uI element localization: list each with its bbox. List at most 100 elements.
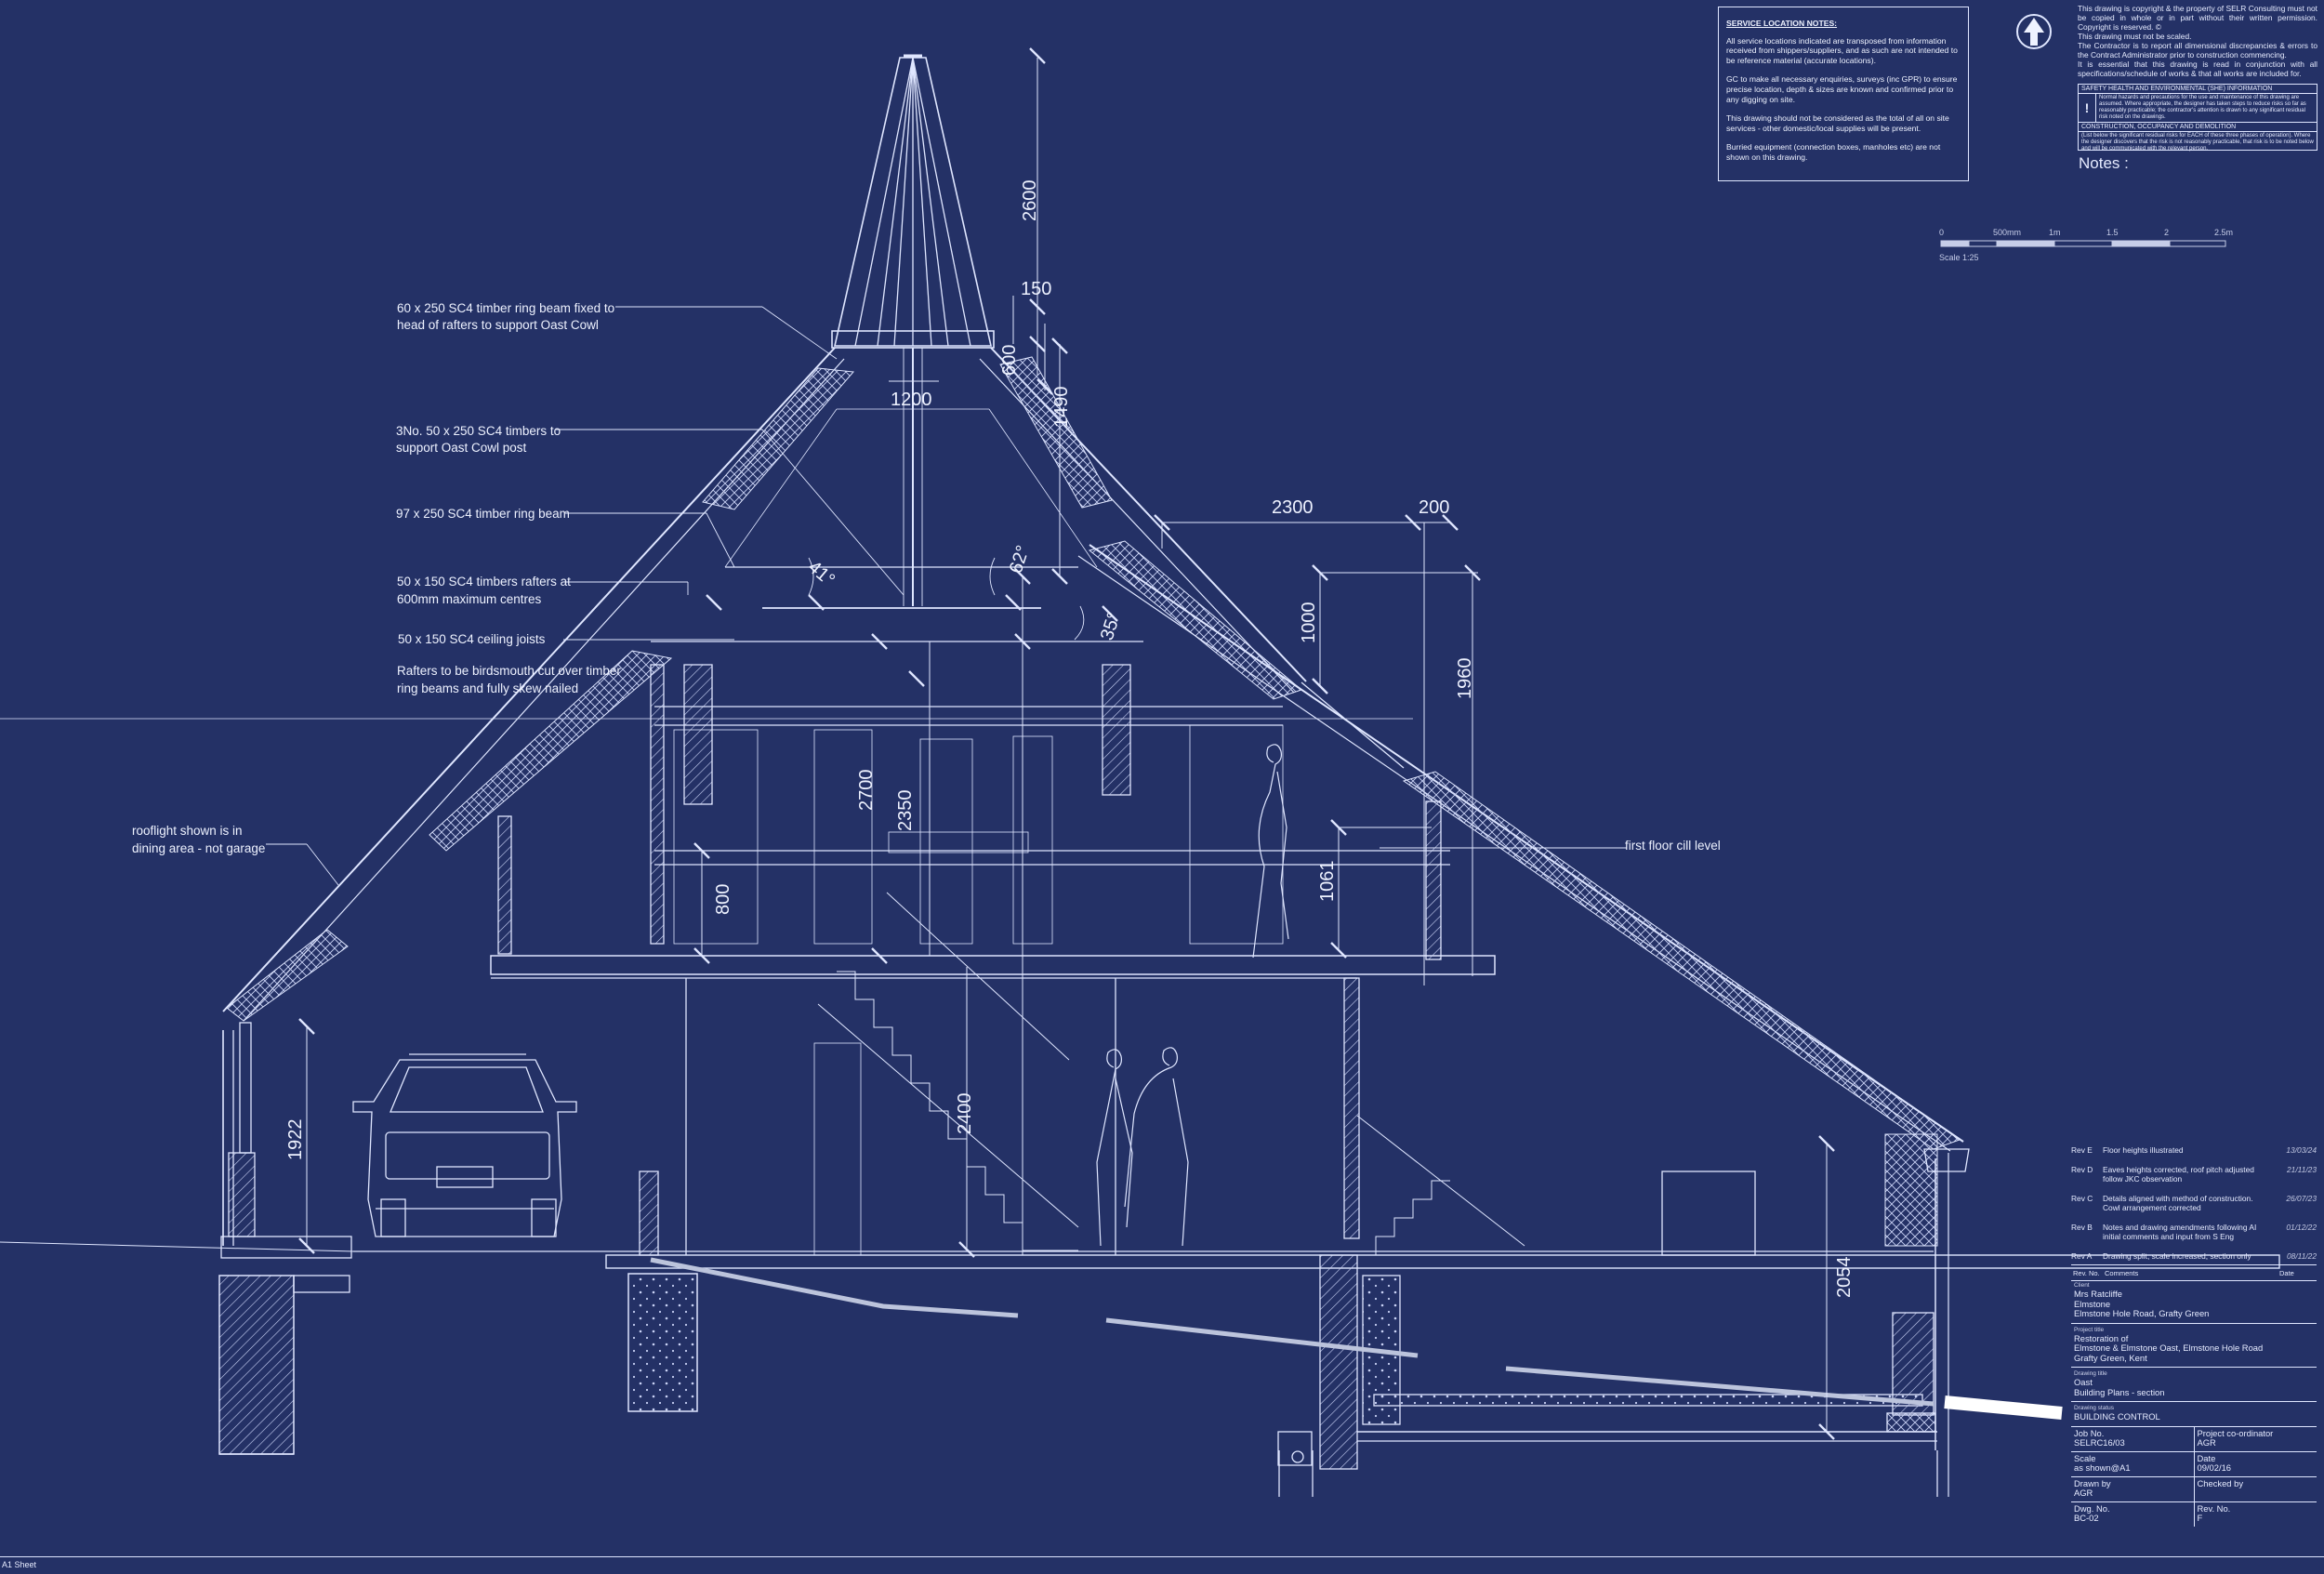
revision-row: Rev A Drawing split, scale increased, se… [2071,1251,2317,1261]
service-notes-title: SERVICE LOCATION NOTES: [1726,19,1838,28]
dim-1960: 1960 [1455,658,1475,700]
rev-text: Details aligned with method of construct… [2103,1194,2253,1212]
dim-200: 200 [1419,497,1449,518]
project-label: Project title [2074,1326,2105,1333]
revision-row: Rev B Notes and drawing amendments follo… [2071,1223,2317,1241]
revision-table: Rev E Floor heights illustrated 13/03/24… [2071,1145,2317,1271]
dim-2350: 2350 [895,790,916,832]
rev-no: F [2197,1513,2203,1523]
coordinator-label: Project co-ordinator [2197,1427,2274,1438]
drawing-status-label: Drawing status [2074,1405,2114,1411]
drawing-status-section: Drawing status BUILDING CONTROL [2071,1402,2317,1427]
drawing-title-label: Drawing title [2074,1370,2107,1377]
scale-tick-1m: 1m [2049,228,2061,237]
label-ring-beam-60-l1: 60 x 250 SC4 timber ring beam fixed to [397,301,614,315]
client-line-2: Elmstone [2074,1298,2111,1309]
label-rafters-l2: 600mm maximum centres [397,592,542,606]
label-timbers-3no-l1: 3No. 50 x 250 SC4 timbers to [396,424,561,438]
drawn-by: AGR [2074,1488,2093,1498]
angle-arcs [808,557,1085,641]
scale-label: Scale 1:25 [1939,253,1979,262]
warning-icon: ! [2079,94,2096,122]
client-line-3: Elmstone Hole Road, Grafty Green [2074,1308,2210,1318]
date-label: Date [2197,1452,2216,1463]
copyright-line-1: This drawing is copyright & the property… [2078,4,2317,32]
rev-text: Notes and drawing amendments following A… [2103,1223,2257,1241]
she-sub-body: (List below the significant residual ris… [2081,133,2314,152]
rev-id: Rev C [2071,1194,2093,1203]
scale-tick-2: 2 [2164,228,2169,237]
copyright-notes: This drawing is copyright & the property… [2078,4,2317,78]
she-information-box: SAFETY HEALTH AND ENVIRONMENTAL (SHE) IN… [2078,84,2317,152]
dim-2400: 2400 [955,1093,975,1135]
dim-800: 800 [713,884,733,915]
project-line-1: Restoration of [2074,1332,2129,1343]
client-line-1: Mrs Ratcliffe [2074,1289,2122,1299]
dim-2054: 2054 [1834,1257,1855,1299]
job-label: Job No. [2074,1427,2105,1438]
copyright-line-2: This drawing must not be scaled. [2078,32,2192,41]
service-location-notes: SERVICE LOCATION NOTES: All service loca… [1718,7,1969,181]
drawn-label: Drawn by [2074,1477,2111,1488]
dim-1000: 1000 [1299,602,1319,644]
rev-date: 08/11/22 [2287,1251,2317,1261]
label-ring-beam-60-l2: head of rafters to support Oast Cowl [397,318,599,332]
date-value: 09/02/16 [2197,1462,2232,1473]
revision-table-header: Rev. No. Comments Date [2071,1264,2317,1281]
label-first-floor-cill: first floor cill level [1625,839,1721,853]
dim-150: 150 [1021,279,1051,299]
checked-label: Checked by [2197,1477,2244,1488]
ground-line [0,1241,2063,1420]
project-line-2: Elmstone & Elmstone Oast, Elmstone Hole … [2074,1343,2264,1353]
label-rooflight-l2: dining area - not garage [132,841,265,855]
notes-heading: Notes : [2079,154,2129,172]
oast-cowl [831,54,995,606]
project-section: Project title Restoration of Elmstone & … [2071,1324,2317,1368]
service-notes-p4: Burried equipment (connection boxes, man… [1726,142,1941,162]
main-roof [222,347,1307,1022]
label-ring-beam-97: 97 x 250 SC4 timber ring beam [396,507,570,521]
rev-header-comments: Comments [2105,1268,2139,1277]
she-title: SAFETY HEALTH AND ENVIRONMENTAL (SHE) IN… [2079,85,2317,94]
dim-2600: 2600 [1020,180,1040,222]
dim-1061: 1061 [1317,861,1338,903]
dim-1490: 1490 [1051,387,1072,429]
drawing-status: BUILDING CONTROL [2074,1411,2160,1422]
label-rooflight-l1: rooflight shown is in [132,824,243,838]
rev-date: 26/07/23 [2286,1194,2317,1203]
rev-text: Floor heights illustrated [2103,1145,2184,1155]
rev-id: Rev B [2071,1223,2093,1232]
drawing-title-line-1: Oast [2074,1377,2093,1387]
dwg-label: Dwg. No. [2074,1502,2110,1514]
rev-date: 13/03/24 [2286,1145,2317,1155]
label-timbers-3no-l2: support Oast Cowl post [396,441,527,455]
rev-date: 21/11/23 [2287,1165,2317,1174]
dimension-ticks [298,47,1835,1440]
scale-tick-2-5m: 2.5m [2214,228,2233,237]
label-birdsmouth-l2: ring beams and fully skew nailed [397,681,578,695]
sheet-border [0,1556,2324,1557]
dimension-lines [306,58,1828,1432]
service-notes-p3: This drawing should not be considered as… [1726,113,1949,133]
dim-2300: 2300 [1272,497,1314,518]
dim-600: 600 [999,345,1020,376]
scale-label-tb: Scale [2074,1452,2096,1463]
rev-header-no: Rev. No. [2073,1268,2100,1277]
rev-date: 01/12/22 [2286,1223,2317,1232]
drawing-title-line-2: Building Plans - section [2074,1386,2165,1397]
dim-1200: 1200 [891,390,932,410]
label-birdsmouth-l1: Rafters to be birdsmouth cut over timber [397,664,621,678]
rev-no-label: Rev. No. [2197,1502,2231,1514]
rev-id: Rev E [2071,1145,2093,1155]
she-subtitle: CONSTRUCTION, OCCUPANCY AND DEMOLITION [2079,123,2317,132]
client-section: Client Mrs Ratcliffe Elmstone Elmstone H… [2071,1279,2317,1324]
sheet-label: A1 Sheet [2,1560,37,1569]
car-rear [352,1053,577,1237]
dwg-row: Dwg. No.BC-02 Rev. No.F [2071,1501,2317,1527]
right-roof [1077,544,1964,1152]
leader-lines [266,306,1627,886]
copyright-line-4: It is essential that this drawing is rea… [2078,60,2317,78]
